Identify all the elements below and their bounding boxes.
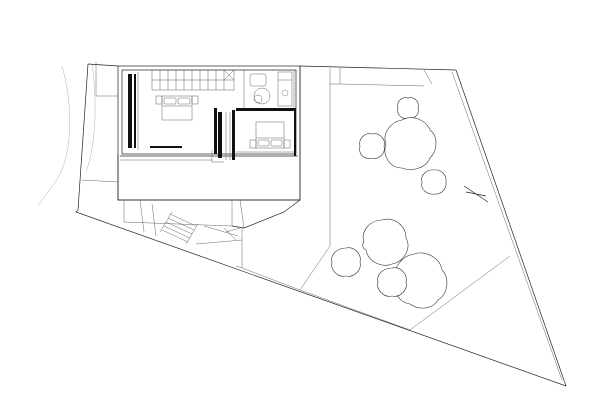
tree-7	[394, 252, 448, 309]
site-curve-inner	[85, 63, 96, 173]
trees	[331, 97, 448, 309]
tree-2	[384, 117, 437, 170]
tree-1	[397, 97, 419, 119]
tree-8	[377, 267, 407, 297]
exterior-stair	[159, 211, 241, 245]
interior-stair	[151, 69, 235, 91]
garden-zones	[235, 68, 511, 331]
tree-6	[331, 247, 361, 277]
site-outline	[75, 62, 567, 387]
tree-3	[359, 133, 385, 159]
bed-master	[155, 95, 199, 121]
bathroom	[243, 69, 295, 111]
boundary-gate	[463, 185, 489, 203]
bed-secondary	[249, 121, 291, 149]
tree-4	[421, 169, 447, 195]
tree-5	[362, 218, 409, 266]
building	[117, 65, 301, 245]
site-curve	[37, 65, 70, 207]
